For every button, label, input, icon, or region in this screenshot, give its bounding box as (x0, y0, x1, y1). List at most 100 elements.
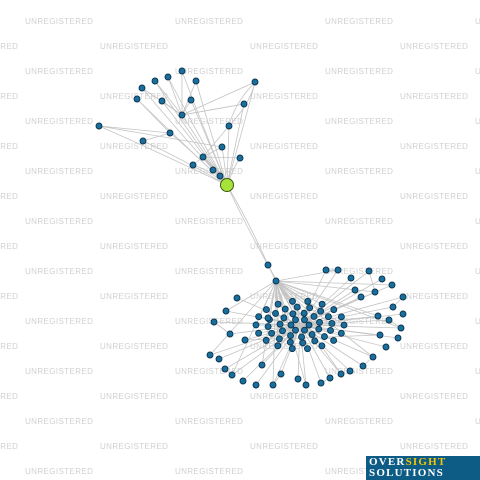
edge (161, 100, 183, 116)
edge (142, 132, 171, 142)
graph-node (327, 326, 334, 334)
graph-node (330, 337, 338, 344)
watermark-text: UNREGISTERED (0, 192, 18, 201)
watermark-text: UNREGISTERED (175, 417, 243, 426)
watermark-text: UNREGISTERED (400, 242, 468, 251)
edge (98, 125, 171, 134)
watermark-text: UNREGISTERED (325, 267, 393, 276)
graph-node (274, 342, 282, 350)
edge (299, 315, 379, 326)
graph-node (164, 73, 172, 81)
graph-node (317, 307, 325, 315)
edge (299, 324, 402, 329)
graph-node (308, 331, 316, 339)
edge (228, 81, 256, 127)
edge (181, 103, 245, 116)
graph-node (281, 305, 289, 313)
graph-node (378, 275, 386, 283)
watermark-text: UNREGISTERED (0, 392, 18, 401)
watermark-text: UNREGISTERED (325, 167, 393, 176)
graph-node (388, 281, 396, 289)
graph-node (340, 321, 348, 329)
graph-node (264, 314, 272, 322)
graph-node (317, 379, 325, 387)
graph-node (268, 329, 276, 337)
edge (202, 125, 230, 158)
watermark-text: UNREGISTERED (100, 342, 168, 351)
watermark-text: UNREGISTERED (175, 267, 243, 276)
graph-node (255, 313, 263, 321)
edge (231, 280, 277, 376)
watermark-text: UNREGISTERED (25, 117, 93, 126)
graph-node (187, 96, 195, 104)
graph-node (178, 111, 186, 119)
graph-node (228, 371, 236, 379)
watermark-text: UNREGISTERED (475, 17, 480, 26)
watermark-text: UNREGISTERED (175, 367, 243, 376)
graph-node (311, 337, 319, 345)
watermark-text: UNREGISTERED (250, 42, 318, 51)
watermark-text: UNREGISTERED (100, 292, 168, 301)
graph-node (221, 365, 229, 373)
watermark-text: UNREGISTERED (250, 292, 318, 301)
edge (299, 324, 342, 375)
edge (272, 324, 301, 386)
watermark-layer: UNREGISTERED UNREGISTERED UNREGISTERED UNRE… (0, 17, 480, 476)
watermark-text: UNREGISTERED (400, 292, 468, 301)
watermark-text: UNREGISTERED (100, 42, 168, 51)
graph-node (374, 312, 382, 320)
graph-node (189, 161, 197, 169)
edge (142, 140, 228, 186)
watermark-text: UNREGISTERED (175, 217, 243, 226)
graph-node (139, 137, 147, 145)
graph-node (292, 326, 299, 334)
edge (275, 280, 374, 358)
watermark-text: UNREGISTERED (400, 42, 468, 51)
edge (275, 280, 379, 317)
graph-node (365, 267, 373, 275)
watermark-text: UNREGISTERED (25, 267, 93, 276)
watermark-text: UNREGISTERED (325, 67, 393, 76)
watermark-text: UNREGISTERED (325, 17, 393, 26)
graph-node (252, 321, 260, 329)
edge (98, 125, 228, 186)
graph-node (218, 143, 226, 151)
watermark-text: UNREGISTERED (325, 367, 393, 376)
edge (98, 125, 223, 148)
graph-node (289, 310, 297, 318)
watermark-text: UNREGISTERED (100, 442, 168, 451)
graph-node (272, 309, 279, 317)
watermark-text: UNREGISTERED (25, 67, 93, 76)
graph-node (397, 324, 405, 332)
graph-node (376, 331, 384, 339)
logo-line-2: SOLUTIONS (369, 467, 444, 479)
graph-node (222, 307, 230, 315)
watermark-text: UNREGISTERED (250, 392, 318, 401)
graph-node (321, 333, 328, 341)
watermark-text: UNREGISTERED (475, 117, 480, 126)
graph-node (255, 329, 263, 337)
watermark-text: UNREGISTERED (475, 67, 480, 76)
graph-node (287, 332, 294, 340)
edge (299, 306, 394, 326)
graph-node (272, 277, 280, 285)
graph-node (301, 316, 308, 324)
graph-node (192, 77, 200, 85)
watermark-text: UNREGISTERED (400, 342, 468, 351)
watermark-text: UNREGISTERED (25, 417, 93, 426)
watermark-text: UNREGISTERED (250, 192, 318, 201)
graph-node (399, 310, 407, 318)
graph-node (239, 377, 247, 385)
watermark-text: UNREGISTERED (25, 467, 93, 476)
graph-node (357, 293, 365, 301)
graph-node (322, 266, 330, 274)
watermark-text: UNREGISTERED (25, 167, 93, 176)
graph-node (299, 339, 307, 347)
graph-node (274, 300, 282, 308)
graph-node (294, 375, 302, 383)
graph-node (262, 306, 270, 313)
graph-node (275, 335, 283, 343)
watermark-text: UNREGISTERED (0, 342, 18, 351)
graph-node (351, 286, 359, 294)
watermark-text: UNREGISTERED (475, 217, 480, 226)
